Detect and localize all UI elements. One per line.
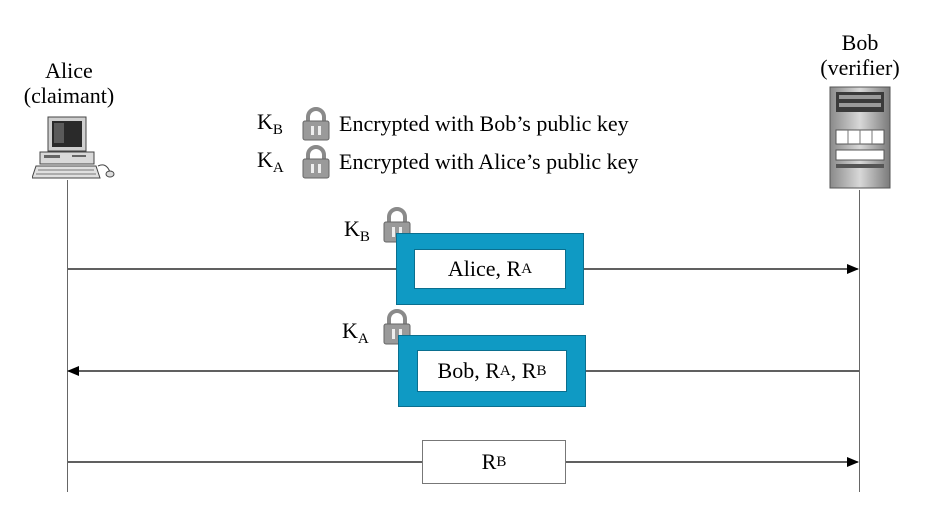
- padlock-icon: [302, 145, 330, 179]
- alice-name: Alice: [45, 58, 93, 83]
- legend-row-alice-key: KA Encrypted with Alice’s public key: [257, 145, 638, 179]
- message-2-key-label: KA: [342, 318, 369, 347]
- bob-name: Bob: [841, 30, 879, 55]
- legend-row-bob-key: KB Encrypted with Bob’s public key: [257, 107, 629, 141]
- padlock-icon: [302, 107, 330, 141]
- server-icon: [829, 86, 891, 189]
- desktop-computer-icon: [32, 116, 115, 179]
- legend-text-alice: Encrypted with Alice’s public key: [339, 149, 639, 174]
- legend-key-a: KA: [257, 147, 284, 176]
- bob-label: Bob (verifier): [800, 30, 920, 80]
- alice-lifeline: [67, 180, 68, 492]
- alice-label: Alice (claimant): [10, 58, 128, 108]
- alice-role: (claimant): [23, 83, 115, 108]
- legend-text-bob: Encrypted with Bob’s public key: [339, 111, 629, 136]
- bob-lifeline: [859, 190, 860, 492]
- message-1-key-label: KB: [344, 216, 370, 245]
- bob-role: (verifier): [820, 55, 900, 80]
- legend-key-b: KB: [257, 109, 283, 138]
